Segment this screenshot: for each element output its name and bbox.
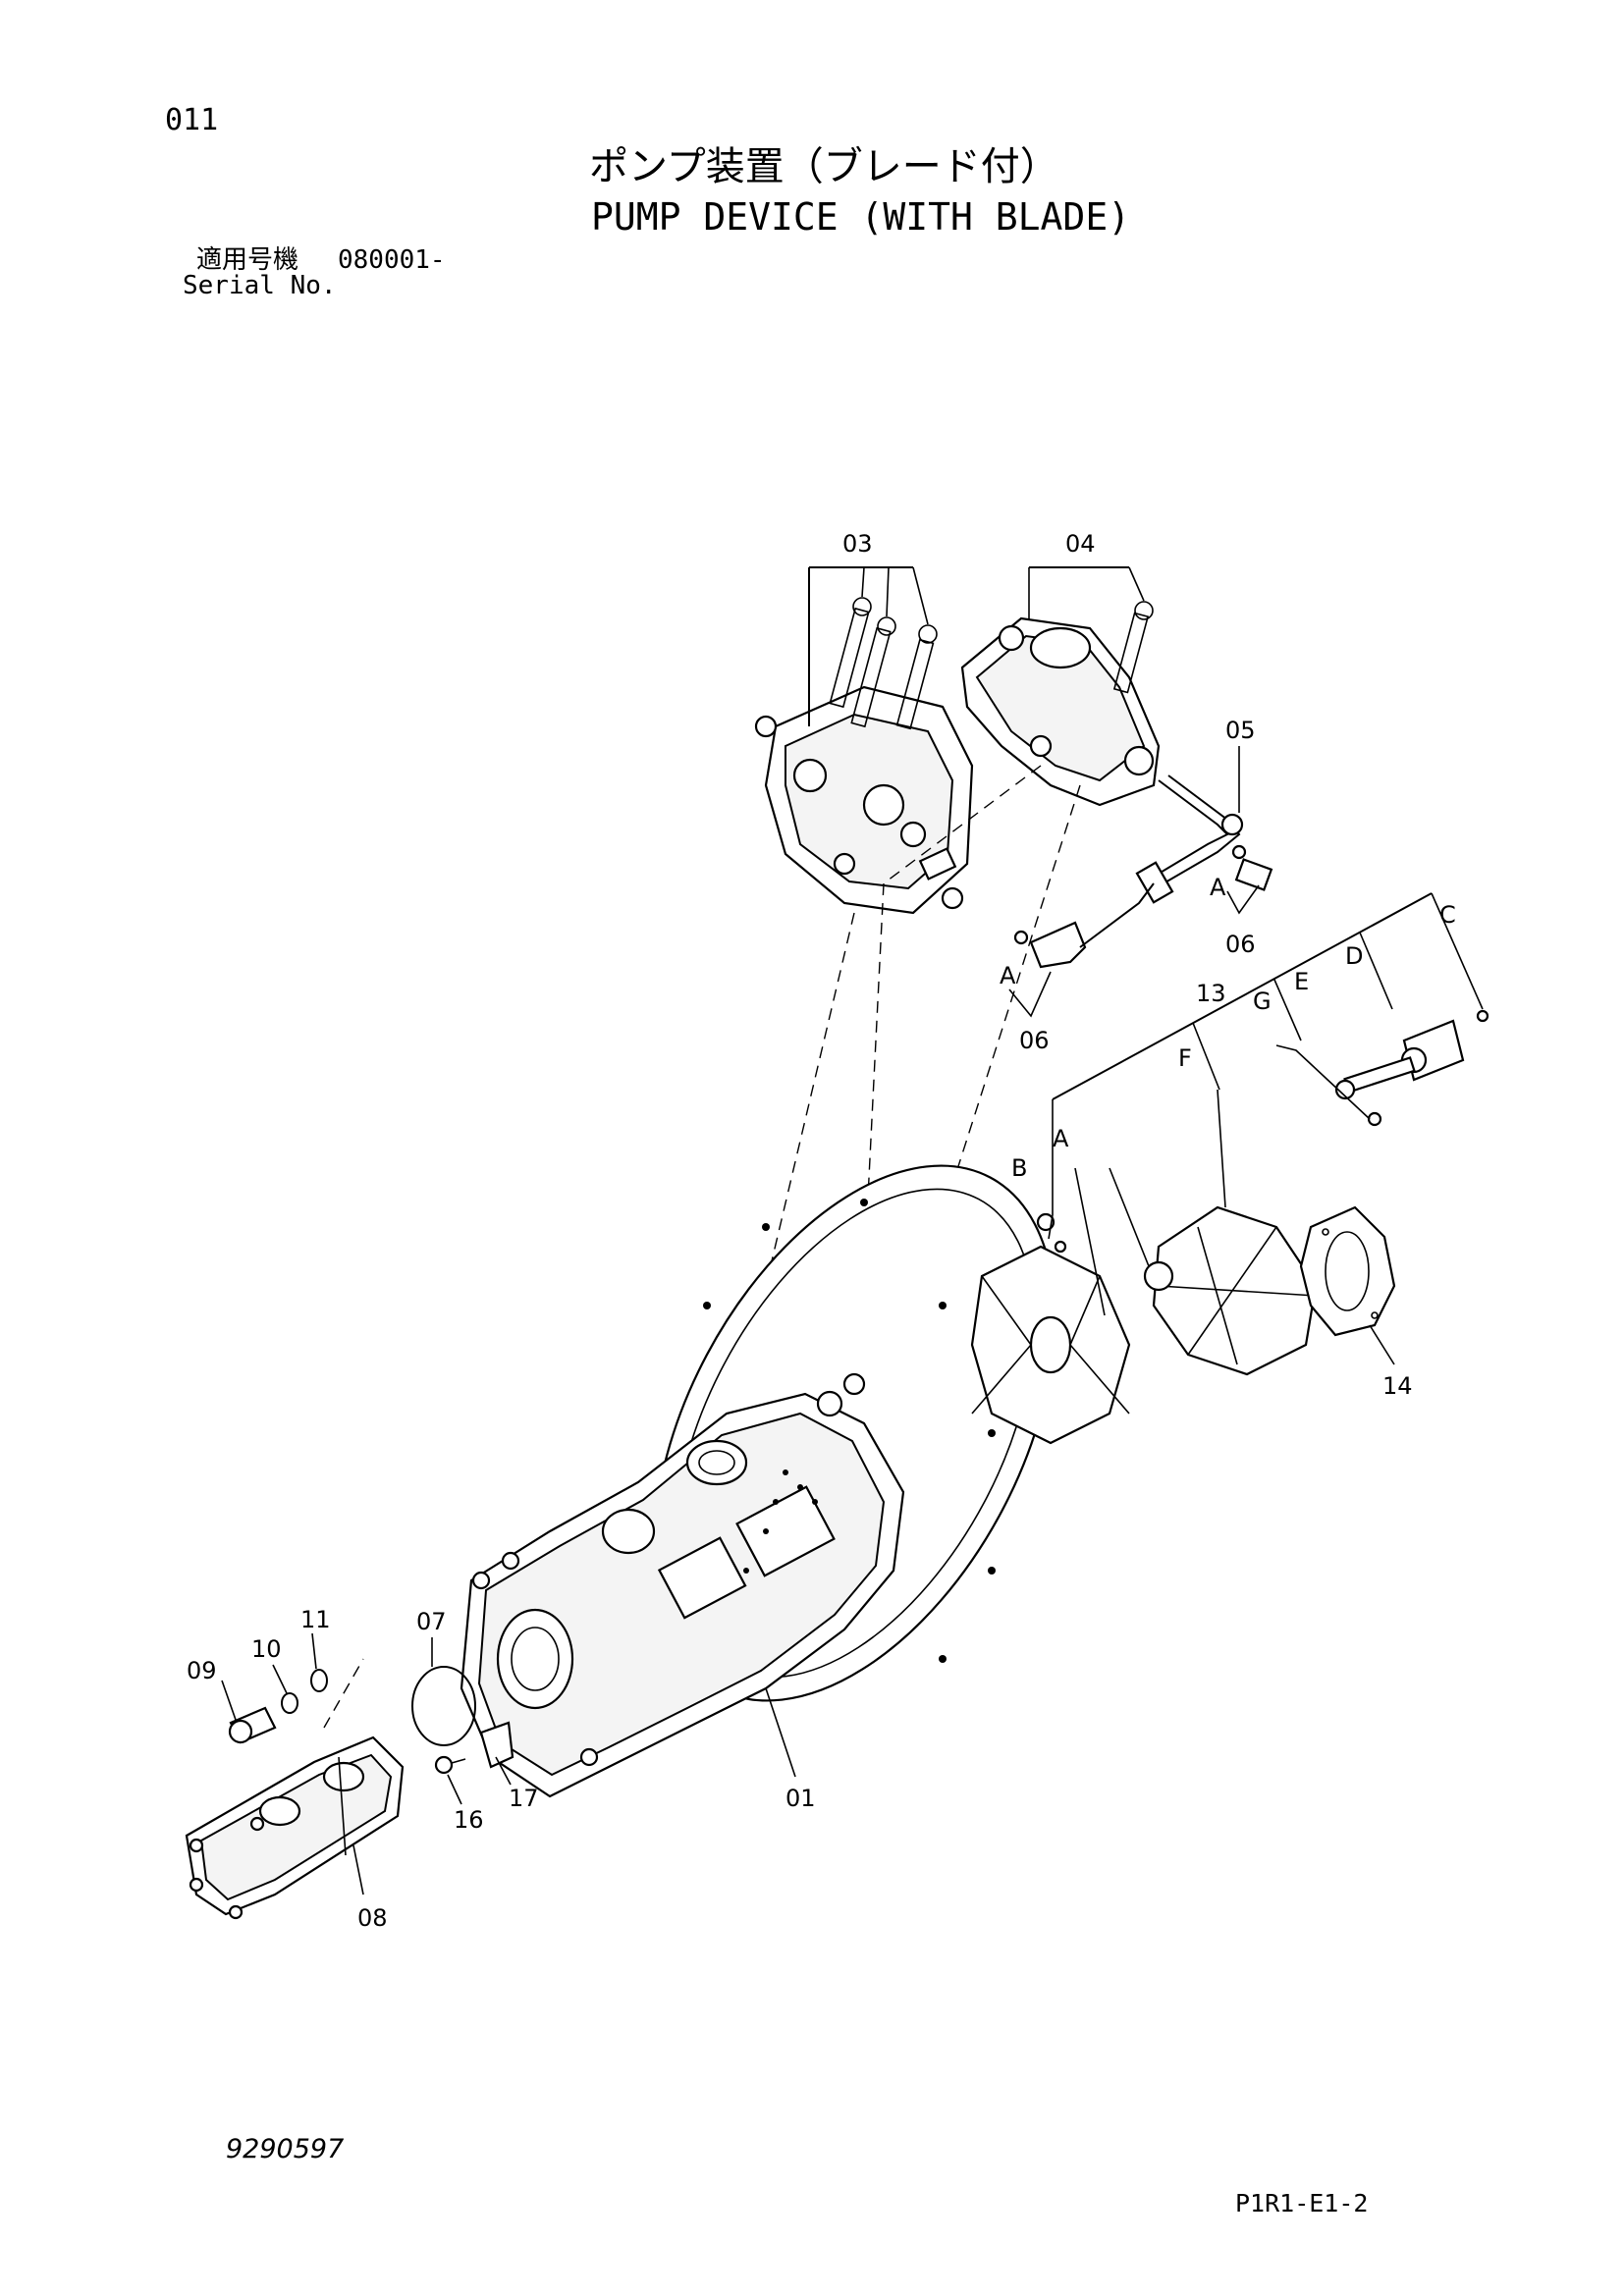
leader-13-C [1431,892,1484,1010]
callout-09: 09 [187,1657,217,1684]
part-10-washer [281,1692,298,1714]
document-number: 9290597 [226,2134,345,2164]
part-05-pipe [1135,774,1244,904]
part-04-solenoid-valve [960,601,1161,807]
page-title-english: PUMP DEVICE (WITH BLADE) [591,195,1131,239]
part-08-gear-pump [185,1735,405,1920]
leader-A-flange [1074,1167,1106,1316]
serial-value: 080001- [338,245,446,275]
dash-line-gear-pump [323,1658,364,1729]
callout-G: G [1253,988,1272,1015]
leader-13-F [1192,1022,1220,1091]
leader-04-b [1128,566,1145,602]
part-06-elbow-upper [1231,844,1273,891]
callout-01: 01 [785,1785,816,1812]
leader-17 [495,1756,512,1786]
part-13-flange-hub [970,1212,1174,1445]
callout-03: 03 [842,530,873,558]
leader-pipe-lower [1079,882,1155,948]
callout-05: 05 [1225,717,1256,744]
callout-06-upper: 06 [1225,931,1256,958]
part-13-hub-and-bolt [1334,1009,1489,1127]
leader-13-E [1273,979,1302,1041]
callout-07: 07 [416,1608,447,1635]
serial-label-english: Serial No. [183,271,337,300]
part-03-regulator [754,597,974,915]
callout-A-coupling: A [1053,1125,1069,1152]
page-number: 011 [165,103,219,137]
leader-03-a [861,566,865,598]
serial-label-japanese: 適用号機 [196,245,299,275]
part-01-main-pump [460,1372,905,1798]
callout-08: 08 [357,1904,388,1932]
callout-B: B [1011,1154,1027,1182]
leader-A-flange-2 [1109,1167,1150,1267]
leader-13-G [1275,1044,1371,1120]
callout-A-lower: A [1000,962,1016,989]
leader-08 [352,1844,364,1896]
leader-B-bolt [1048,1214,1054,1240]
callout-D: D [1345,942,1363,970]
callout-F: F [1178,1044,1192,1072]
callout-A-upper: A [1210,874,1226,901]
part-16-screw [434,1755,466,1775]
leader-16 [447,1774,462,1805]
leader-13-bar [1052,892,1433,1100]
callout-14: 14 [1382,1372,1413,1400]
callout-13: 13 [1196,980,1226,1007]
part-14-plate [1299,1205,1396,1337]
callout-10: 10 [251,1635,282,1663]
part-07-o-ring [411,1666,476,1746]
leader-06-lower [1008,971,1052,1018]
leader-03-b [886,566,890,617]
part-17-plate [479,1721,514,1769]
callout-04: 04 [1065,530,1096,558]
callout-C: C [1439,901,1456,929]
leader-11 [311,1632,317,1670]
part-13-rubber-element [1152,1205,1318,1376]
part-06-elbow-lower [1013,921,1087,969]
page-code: P1R1-E1-2 [1235,2189,1369,2217]
page-title-japanese: ポンプ装置（ブレード付） [589,144,1059,189]
leader-14 [1369,1324,1395,1365]
callout-06-lower: 06 [1019,1027,1050,1054]
callout-11: 11 [300,1606,331,1633]
callout-17: 17 [509,1785,539,1812]
leader-13-D [1359,932,1393,1010]
leader-09 [221,1680,237,1721]
leader-06-upper [1226,884,1260,915]
leader-01 [765,1687,796,1778]
leader-F-element [1217,1089,1226,1208]
leader-10 [272,1664,288,1694]
callout-E: E [1294,968,1309,995]
part-11-o-ring [310,1669,328,1692]
part-09-bolt [228,1706,277,1744]
callout-16: 16 [454,1806,484,1834]
leader-03-c [912,566,929,625]
